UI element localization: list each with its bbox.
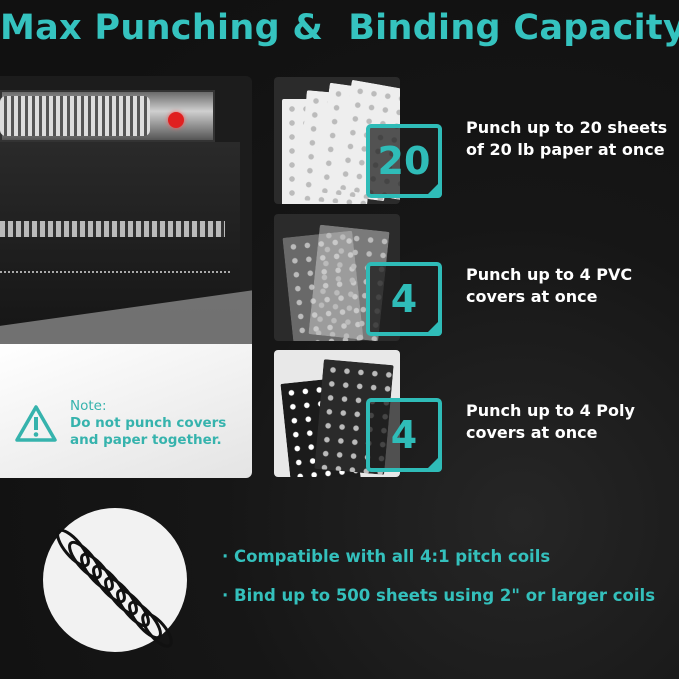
paper-sheets-thumbnail [274,77,400,204]
feature-line-1: Punch up to 4 Poly [466,401,635,420]
warning-icon [15,404,57,442]
feature-description: Punch up to 4 PVC covers at once [466,264,632,308]
punch-teeth [0,221,225,237]
badge-number: 4 [390,277,418,321]
badge-number: 20 [377,139,431,183]
coil-image [43,508,187,652]
feature-description: Punch up to 20 sheets of 20 lb paper at … [466,117,667,161]
bullet-coil-compatibility: · Compatible with all 4:1 pitch coils [222,547,551,566]
feature-description: Punch up to 4 Poly covers at once [466,400,635,444]
capacity-badge: 20 [366,124,442,198]
coil-former [0,96,150,136]
spiral-coil-icon [56,528,173,648]
capacity-badge: 4 [366,262,442,336]
feature-line-1: Punch up to 4 PVC [466,265,633,284]
feature-line-2: of 20 lb paper at once [466,140,665,159]
power-light-icon [168,112,184,128]
paper-sheet [0,344,252,478]
feature-line-1: Punch up to 20 sheets [466,118,668,137]
bullet-binding-capacity: · Bind up to 500 sheets using 2" or larg… [222,586,656,605]
paper-guide-ruler [0,271,230,273]
binding-machine-image: Note: Do not punch covers and paper toge… [0,76,252,478]
badge-number: 4 [390,413,418,457]
note-line-2: and paper together. [70,432,222,448]
page-title: Max Punching & Binding Capacity [0,8,679,48]
warning-note: Note: Do not punch covers and paper toge… [14,398,226,449]
note-label: Note: [70,398,107,414]
feature-line-2: covers at once [466,287,598,306]
note-line-1: Do not punch covers [70,415,227,431]
feature-line-2: covers at once [466,423,598,442]
capacity-badge: 4 [366,398,442,472]
